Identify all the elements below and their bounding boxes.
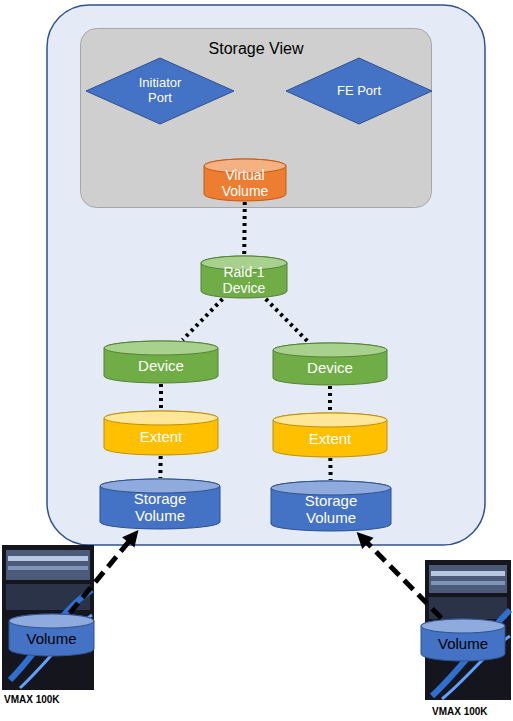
connector-line bbox=[266, 299, 309, 342]
connector-line bbox=[70, 541, 130, 613]
node-text: Extent bbox=[103, 429, 219, 446]
array-volume-cylinder: Volume bbox=[420, 618, 506, 662]
dotted-link bbox=[160, 456, 161, 478]
connector-line bbox=[242, 202, 247, 255]
connector-line bbox=[159, 384, 163, 410]
device-cylinder: Device bbox=[103, 340, 219, 384]
storage-view-box: Storage ViewInitiator Port FE PortVirtual… bbox=[80, 28, 432, 208]
dotted-link bbox=[161, 384, 162, 410]
node-text: Volume bbox=[420, 636, 506, 653]
device-cylinder: Raid-1 Device bbox=[200, 255, 288, 299]
volume-cylinder: Virtual Volume bbox=[203, 158, 287, 202]
node-text: Raid-1 Device bbox=[200, 265, 288, 296]
dashed-arrow bbox=[70, 530, 139, 613]
node-text: Device bbox=[272, 360, 388, 377]
array-model-label: VMAX 100K bbox=[432, 706, 488, 717]
node-text: Extent bbox=[272, 431, 388, 448]
extent-cylinder: Extent bbox=[272, 412, 388, 458]
arrow-head bbox=[357, 532, 374, 549]
connector-line bbox=[328, 458, 332, 480]
arrow-head bbox=[122, 530, 138, 547]
array-model-label: VMAX 100K bbox=[4, 694, 60, 705]
storage-volume-cylinder: Storage Volume bbox=[270, 480, 392, 532]
storage-volume-cylinder: Storage Volume bbox=[99, 478, 221, 530]
node-text: Volume bbox=[8, 631, 95, 648]
dotted-link bbox=[330, 386, 331, 412]
dotted-link bbox=[266, 299, 309, 342]
node-text: Initiator Port bbox=[85, 76, 235, 105]
dotted-link bbox=[182, 299, 222, 340]
node-text: Storage Volume bbox=[99, 491, 221, 525]
node-text: Storage Volume bbox=[270, 493, 392, 527]
connector-line bbox=[182, 299, 222, 340]
port-diamond: FE Port bbox=[285, 57, 433, 125]
extent-cylinder: Extent bbox=[103, 410, 219, 456]
connector-line bbox=[158, 456, 162, 478]
port-diamond: Initiator Port bbox=[85, 57, 235, 125]
node-text: FE Port bbox=[285, 84, 433, 99]
dashed-arrow bbox=[357, 532, 442, 618]
storage-array-left bbox=[2, 545, 94, 690]
system-container bbox=[47, 5, 485, 545]
array-volume-cylinder: Volume bbox=[8, 613, 95, 657]
node-text: Storage View bbox=[80, 40, 432, 58]
device-cylinder: Device bbox=[272, 342, 388, 386]
dotted-link bbox=[244, 202, 246, 255]
dotted-link bbox=[330, 458, 331, 480]
connector-line bbox=[328, 386, 332, 412]
node-text: Device bbox=[103, 358, 219, 375]
connector-line bbox=[366, 542, 441, 618]
node-text: Virtual Volume bbox=[203, 168, 287, 199]
